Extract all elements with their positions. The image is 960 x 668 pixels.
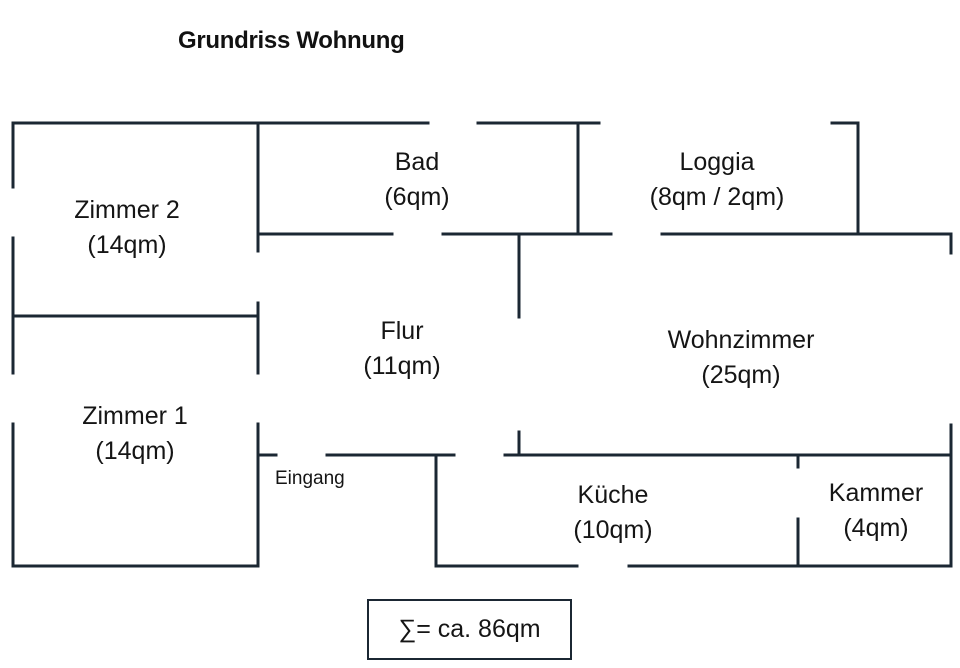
room-wohnzimmer: Wohnzimmer (25qm) xyxy=(668,323,815,393)
entrance-label: Eingang xyxy=(275,468,345,489)
room-name: Loggia xyxy=(679,148,755,176)
room-name: Bad xyxy=(394,148,440,176)
room-name: Wohnzimmer xyxy=(667,326,815,354)
room-name: Zimmer 2 xyxy=(74,196,180,224)
plan-title: Grundriss Wohnung xyxy=(178,27,405,54)
room-name: Flur xyxy=(380,317,424,345)
room-area: (6qm) xyxy=(384,183,450,211)
room-kammer: Kammer (4qm) xyxy=(829,476,923,546)
room-area: (14qm) xyxy=(87,231,167,259)
room-area: (25qm) xyxy=(701,361,781,389)
total-area-box: ∑= ca. 86qm xyxy=(367,599,572,660)
room-name: Zimmer 1 xyxy=(82,402,188,430)
room-area: (8qm / 2qm) xyxy=(649,183,785,211)
room-name: Kammer xyxy=(828,479,924,507)
room-area: (11qm) xyxy=(363,352,441,380)
total-area-text: ∑= ca. 86qm xyxy=(398,615,541,643)
room-area: (10qm) xyxy=(573,516,653,544)
room-name: Küche xyxy=(577,481,649,509)
room-zimmer-1: Zimmer 1 (14qm) xyxy=(82,399,188,469)
room-area: (4qm) xyxy=(843,514,909,542)
room-kueche: Küche (10qm) xyxy=(573,478,652,548)
room-loggia: Loggia (8qm / 2qm) xyxy=(650,145,785,215)
room-zimmer-2: Zimmer 2 (14qm) xyxy=(74,193,180,263)
room-bad: Bad (6qm) xyxy=(384,145,449,215)
room-flur: Flur (11qm) xyxy=(363,314,440,384)
room-area: (14qm) xyxy=(95,437,175,465)
